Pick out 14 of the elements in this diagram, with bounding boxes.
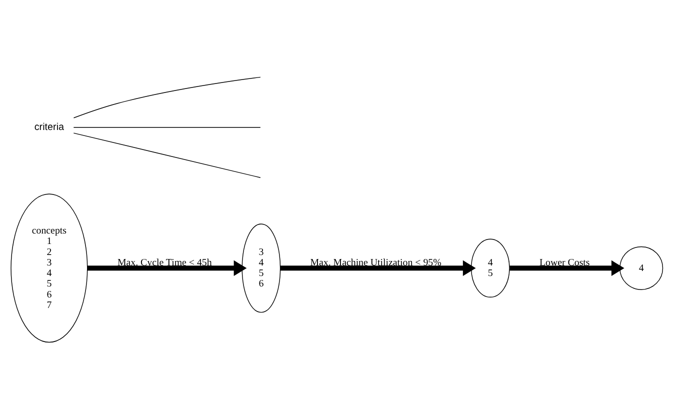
node-circle: 4 bbox=[620, 246, 664, 290]
arrow bbox=[510, 260, 624, 276]
edge-label: Max. Cycle Time < 45h bbox=[117, 256, 212, 268]
arrow bbox=[87, 260, 247, 276]
edge-label: Lower Costs bbox=[539, 256, 590, 268]
edge-label: Max. Machine Utilization < 95% bbox=[310, 256, 442, 268]
connector bbox=[73, 126, 261, 128]
node-ellipse: 4 5 bbox=[470, 238, 510, 298]
node-ellipse: concepts 1 2 3 4 5 6 7 bbox=[10, 193, 88, 342]
connector bbox=[73, 76, 261, 118]
node-text: criteria bbox=[34, 122, 64, 133]
arrow bbox=[280, 260, 476, 276]
connector bbox=[73, 132, 261, 178]
node-ellipse: 3 4 5 6 bbox=[242, 223, 281, 312]
